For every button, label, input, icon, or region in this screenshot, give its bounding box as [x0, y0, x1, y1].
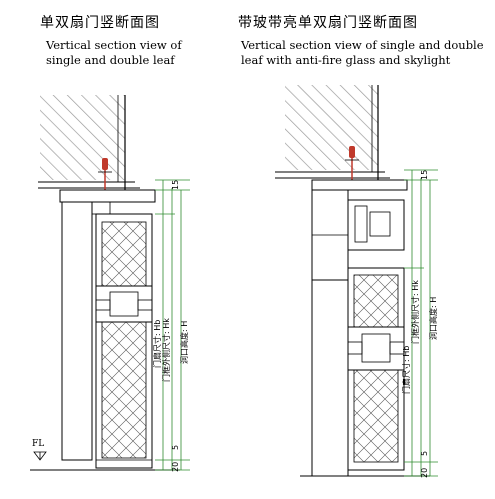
- left-section: [30, 95, 190, 471]
- left-dim-leaf-h: 门扇尺寸: Hb: [152, 320, 162, 368]
- right-section: [275, 85, 438, 477]
- left-frame-head: [59, 189, 156, 203]
- right-frame-head: [311, 179, 408, 191]
- left-door-leaf: [95, 213, 153, 469]
- left-wall-hatch: [40, 95, 125, 180]
- right-title-en-2: leaf with anti-fire glass and skylight: [241, 53, 451, 67]
- right-title-cn: 带玻带亮单双扇门竖断面图: [238, 15, 418, 31]
- left-dim-frame-h: 门框外侧尺寸: Hk: [161, 318, 171, 382]
- right-fire-glass: [347, 326, 405, 371]
- right-dim-top: 15: [420, 170, 429, 180]
- left-dim-top: 15: [171, 180, 180, 190]
- left-dim-opening-h: 洞口高度: H: [179, 321, 189, 364]
- right-title-en-1: Vertical section view of single and doub…: [241, 38, 484, 52]
- left-dimensions: [155, 179, 190, 471]
- right-dimensions: [404, 169, 438, 477]
- left-title-en-2: single and double leaf: [46, 53, 175, 67]
- right-dim-opening-h: 洞口高度: H: [428, 297, 438, 340]
- right-dim-frame-h: 门框外侧尺寸: Hk: [410, 280, 420, 344]
- right-wall-hatch: [285, 85, 378, 170]
- left-dim-bottom-a: 20: [171, 462, 180, 472]
- right-anchor-bolt-icon: [345, 146, 359, 180]
- right-dim-bottom-a: 20: [420, 468, 429, 478]
- left-title-en-1: Vertical section view of: [46, 38, 182, 52]
- left-dim-bottom-b: 5: [171, 445, 180, 450]
- right-dim-leaf-h: 门扇尺寸: Hb: [401, 346, 411, 394]
- left-anchor-bolt-icon: [98, 158, 112, 190]
- left-title-cn: 单双扇门竖断面图: [40, 15, 160, 31]
- floor-level-icon: [33, 451, 47, 461]
- floor-label: FL: [32, 439, 44, 449]
- right-dim-bottom-b: 5: [420, 451, 429, 456]
